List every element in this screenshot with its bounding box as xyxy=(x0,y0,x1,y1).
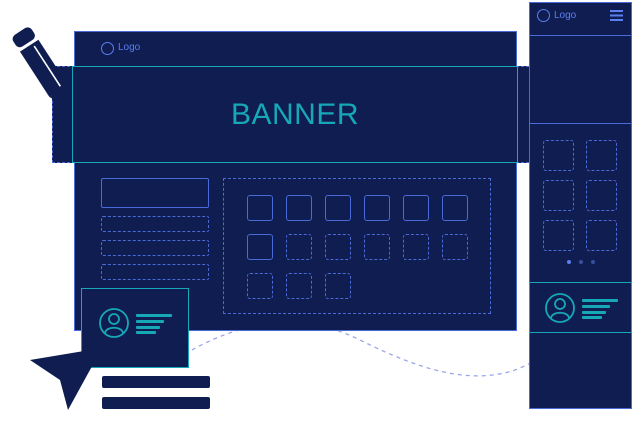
card-text-line xyxy=(582,299,618,302)
logo-icon xyxy=(101,42,114,55)
grid-cell[interactable] xyxy=(286,273,312,299)
banner-selection[interactable] xyxy=(52,66,539,163)
cursor-arrow-icon xyxy=(30,348,102,410)
content-bar xyxy=(102,376,210,388)
user-avatar-icon xyxy=(545,293,575,323)
logo-icon xyxy=(537,9,550,22)
mobile-header xyxy=(529,2,632,36)
card-text-line xyxy=(582,311,606,314)
hamburger-menu-icon[interactable] xyxy=(610,10,623,21)
mobile-frame xyxy=(529,2,632,409)
grid-cell[interactable] xyxy=(247,273,273,299)
mobile-grid-cell[interactable] xyxy=(543,220,574,251)
grid-cell[interactable] xyxy=(364,234,390,260)
mobile-grid-cell[interactable] xyxy=(586,180,617,211)
pencil-icon xyxy=(12,27,70,108)
carousel-dot[interactable] xyxy=(579,260,583,264)
grid-cell[interactable] xyxy=(247,195,273,221)
card-text-line xyxy=(582,316,602,319)
banner-region xyxy=(72,66,518,163)
form-field[interactable] xyxy=(101,264,209,280)
content-bar xyxy=(102,397,210,409)
grid-cell[interactable] xyxy=(286,195,312,221)
content-grid-panel xyxy=(223,178,491,314)
grid-cell[interactable] xyxy=(403,195,429,221)
mobile-logo-label: Logo xyxy=(554,10,577,21)
card-text-line xyxy=(136,320,164,323)
grid-cell[interactable] xyxy=(325,195,351,221)
card-text-line xyxy=(582,305,610,308)
desktop-logo-label: Logo xyxy=(118,42,141,53)
card-text-line xyxy=(136,326,160,329)
carousel-dot[interactable] xyxy=(591,260,595,264)
mobile-banner xyxy=(529,36,632,124)
mobile-grid-cell[interactable] xyxy=(543,140,574,171)
grid-cell[interactable] xyxy=(442,234,468,260)
grid-cell[interactable] xyxy=(325,273,351,299)
banner-title: BANNER xyxy=(230,97,360,131)
profile-card[interactable] xyxy=(81,288,189,368)
user-avatar-icon xyxy=(99,308,129,338)
card-text-line xyxy=(136,331,156,334)
grid-cell[interactable] xyxy=(247,234,273,260)
mobile-footer-area xyxy=(529,333,632,409)
form-field-primary[interactable] xyxy=(101,178,209,208)
card-text-line xyxy=(136,314,172,317)
grid-cell[interactable] xyxy=(286,234,312,260)
mobile-grid-cell[interactable] xyxy=(543,180,574,211)
grid-cell[interactable] xyxy=(364,195,390,221)
mobile-grid-cell[interactable] xyxy=(586,140,617,171)
form-field[interactable] xyxy=(101,216,209,232)
carousel-dot-active[interactable] xyxy=(567,260,571,264)
grid-cell[interactable] xyxy=(442,195,468,221)
mobile-grid-cell[interactable] xyxy=(586,220,617,251)
grid-cell[interactable] xyxy=(403,234,429,260)
form-field[interactable] xyxy=(101,240,209,256)
grid-cell[interactable] xyxy=(325,234,351,260)
